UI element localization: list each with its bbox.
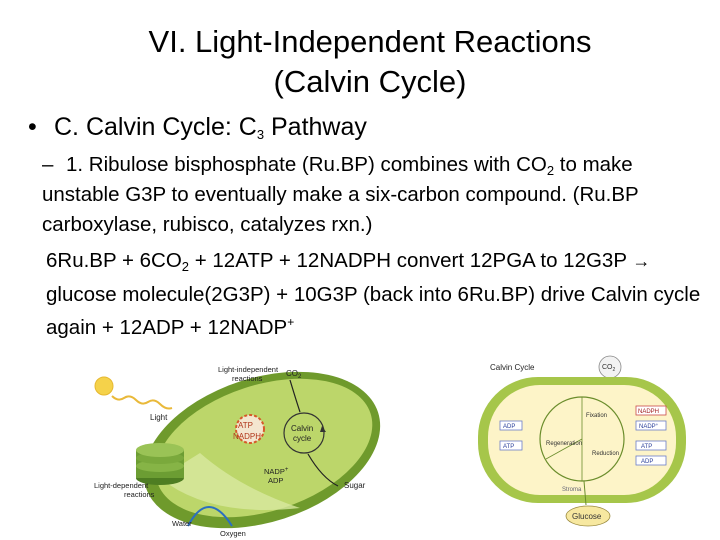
equation-part1: 6Ru.BP + 6CO (46, 249, 182, 272)
calvin-cycle-diagram: Calvin Cycle CO2 Fixation Reduction Rege… (478, 355, 686, 527)
equation-paragraph: 6Ru.BP + 6CO2 + 12ATP + 12NADPH convert … (46, 244, 706, 344)
atp-nadph-burst (235, 414, 265, 444)
right-nadp-label: NADP+ (639, 422, 659, 430)
glucose-molecule (565, 505, 611, 527)
light-independent-label-line1: Light-independent (218, 365, 279, 374)
right-nadph-box (635, 405, 667, 416)
co2-label: CO2 (286, 369, 302, 380)
subpoint-subscript: 2 (546, 163, 555, 178)
left-atp-box (499, 440, 523, 451)
right-co2-subscript: 2 (613, 367, 616, 373)
light-dependent-label-line1: Light-dependent (94, 481, 149, 490)
right-co2-label: CO2 (602, 364, 616, 373)
bullet-text-part2: Pathway (264, 113, 367, 141)
slide-title-line-2: (Calvin Cycle) (273, 64, 467, 99)
equation-part2: + 12ATP + 12NADPH convert 12PGA to 12G3P (189, 249, 633, 272)
right-atp-box (635, 440, 667, 451)
right-arrow-icon: → (632, 251, 651, 271)
nadp-superscript: + (285, 467, 289, 473)
right-nadph-label: NADPH (638, 409, 659, 415)
subpoint-text-part2: to make unstable G3P to eventually make … (42, 153, 639, 236)
bullet-text-part1: C. Calvin Cycle: C (54, 113, 257, 141)
equation-part3: glucose molecule(2G3P) + 10G3P (back int… (46, 283, 701, 339)
calvin-cycle-circle (283, 412, 325, 454)
water-oxygen-arrow-icon (187, 506, 233, 527)
calvin-label-line1: Calvin (291, 424, 313, 433)
left-atp-label: ATP (503, 444, 514, 450)
glucose-arrow-icon (583, 480, 587, 506)
co2-arrow-icon (289, 379, 301, 413)
right-adp-label: ADP (641, 459, 653, 465)
subpoint-text-part1: 1. Ribulose bisphosphate (Ru.BP) combine… (66, 153, 547, 176)
nadp-label: NADP+ (264, 467, 289, 476)
sugar-arrow-icon (307, 453, 339, 487)
sugar-label: Sugar (344, 481, 366, 490)
chloroplast-diagram: ATP NADPH Calvin cycle Light-independent… (94, 365, 381, 538)
right-nadp-box (635, 420, 667, 431)
subpoint-rubp: –1. Ribulose bisphosphate (Ru.BP) combin… (42, 150, 702, 240)
light-dependent-label-line2: reactions (124, 490, 155, 499)
light-label: Light (150, 413, 168, 422)
adp-label: ADP (268, 476, 283, 485)
co2-subscript: 2 (298, 374, 302, 380)
chloroplast-cut-face (160, 453, 300, 510)
right-nadp-text: NADP (639, 424, 656, 430)
reduction-label: Reduction (592, 451, 619, 457)
equation-superscript: + (287, 315, 295, 329)
light-independent-label-line2: reactions (232, 374, 263, 383)
fixation-label: Fixation (586, 413, 607, 419)
oxygen-label: Oxygen (220, 529, 246, 538)
right-adp-box (635, 455, 667, 466)
right-nadp-superscript: + (656, 422, 659, 427)
left-adp-box (499, 420, 523, 431)
slide-title-line-1: VI. Light-Independent Reactions (148, 24, 592, 59)
water-label: Water (172, 519, 192, 528)
subpoint-dash: – (42, 153, 54, 176)
calvin-arrow-icon (320, 426, 326, 432)
bullet-symbol: • (28, 113, 37, 141)
atp-label: ATP (238, 421, 253, 430)
stroma-label: Stroma (562, 487, 582, 493)
bullet-calvin-pathway: • C. Calvin Cycle: C3 Pathway (28, 110, 367, 144)
cycle-divider-2 (545, 438, 583, 460)
right-atp-label: ATP (641, 444, 652, 450)
equation-subscript: 2 (181, 259, 190, 274)
nadp-text: NADP (264, 467, 285, 476)
regeneration-label: Regeneration (546, 441, 582, 447)
calvin-label-line2: cycle (293, 434, 312, 443)
calvin-cycle-title: Calvin Cycle (490, 363, 535, 372)
slide-title: VI. Light-Independent Reactions (Calvin … (60, 22, 680, 102)
glucose-label: Glucose (572, 512, 602, 521)
nadph-label: NADPH (233, 432, 261, 441)
sun-icon (94, 376, 114, 396)
light-ray-icon (111, 395, 173, 410)
left-adp-label: ADP (503, 424, 515, 430)
bullet-subscript: 3 (256, 127, 265, 142)
right-co2-text: CO (602, 364, 613, 371)
co2-text: CO (286, 369, 298, 378)
thylakoid-stack (136, 443, 184, 485)
